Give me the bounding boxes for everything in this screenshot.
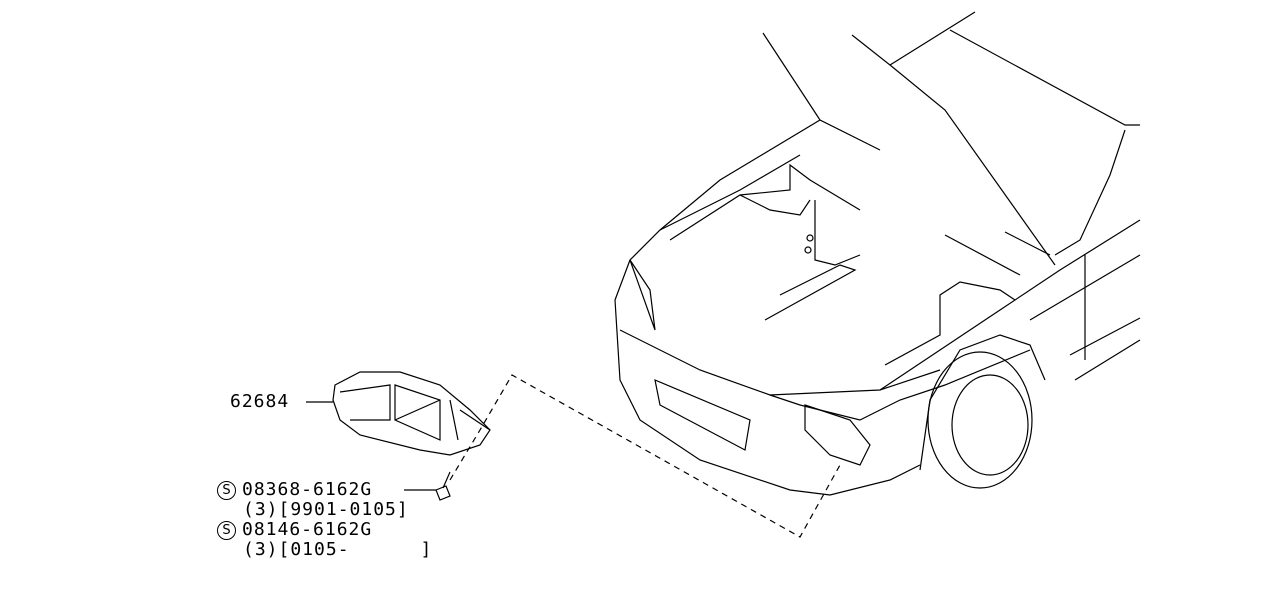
fastener-1-number: 08368-6162G xyxy=(242,479,373,500)
standard-part-s-icon: S xyxy=(217,481,236,500)
fastener-2-detail: (3)[0105- ] xyxy=(243,539,433,560)
car-front-drawing xyxy=(614,11,1141,496)
fastener-1-detail: (3)[9901-0105] xyxy=(243,499,409,520)
part-62684-drawing xyxy=(306,371,491,456)
fastener-2-number: 08146-6162G xyxy=(242,519,373,540)
screw-drawing xyxy=(404,471,451,501)
standard-part-s-icon: S xyxy=(217,521,236,540)
assembly-leader-line xyxy=(449,374,841,538)
part-number-label: 62684 xyxy=(230,391,290,412)
installed-cover xyxy=(804,404,871,466)
